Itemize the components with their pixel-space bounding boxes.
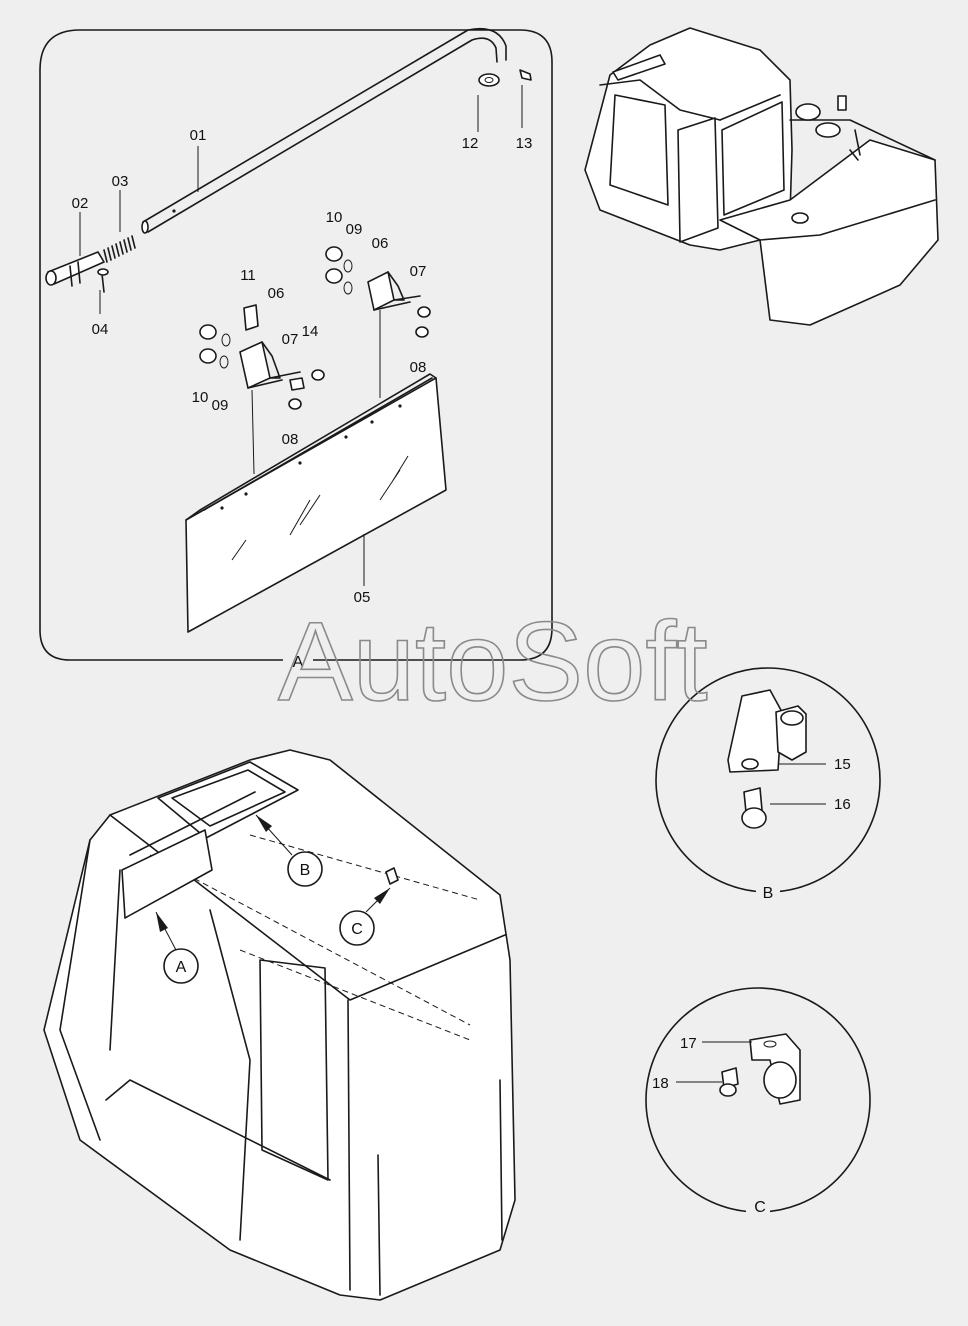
svg-text:08: 08 <box>410 359 427 376</box>
svg-text:10: 10 <box>192 389 209 406</box>
svg-text:05: 05 <box>354 589 371 606</box>
svg-text:08: 08 <box>282 431 299 448</box>
pointer-c: C <box>351 921 363 938</box>
detail-a-label: A <box>293 654 304 671</box>
leaders-a <box>79 85 523 586</box>
detail-b-label: B <box>763 885 774 902</box>
svg-text:12: 12 <box>462 135 479 152</box>
glass-05 <box>185 373 447 633</box>
pointers: B C A <box>155 814 391 984</box>
svg-text:09: 09 <box>212 397 229 414</box>
svg-text:13: 13 <box>516 135 533 152</box>
svg-text:06: 06 <box>268 285 285 302</box>
svg-text:03: 03 <box>112 173 129 190</box>
svg-text:01: 01 <box>190 127 207 144</box>
callouts-a: 01 02 03 04 05 06 06 07 07 08 08 09 09 0… <box>72 127 533 606</box>
svg-text:04: 04 <box>92 321 109 338</box>
svg-text:18: 18 <box>652 1075 669 1092</box>
hinge-left <box>199 304 325 475</box>
hinge-right <box>325 246 431 398</box>
pointer-a: A <box>176 959 187 976</box>
pin-02 <box>45 251 105 287</box>
svg-text:16: 16 <box>834 796 851 813</box>
rod-01 <box>141 27 532 234</box>
detail-c: C 17 18 <box>645 987 871 1216</box>
svg-text:11: 11 <box>240 267 256 284</box>
detail-c-label: C <box>754 1199 766 1216</box>
svg-text:17: 17 <box>680 1035 697 1052</box>
spring-03 <box>103 235 136 263</box>
svg-text:14: 14 <box>302 323 319 340</box>
detail-a-frame: A <box>39 29 553 671</box>
svg-text:15: 15 <box>834 756 851 773</box>
excavator-overview <box>584 27 939 326</box>
svg-text:06: 06 <box>372 235 389 252</box>
svg-text:07: 07 <box>282 331 299 348</box>
pointer-b: B <box>300 862 311 879</box>
detail-b: B 15 16 <box>655 667 881 902</box>
svg-text:09: 09 <box>346 221 363 238</box>
svg-text:10: 10 <box>326 209 343 226</box>
cab-body <box>43 749 516 1301</box>
pin-04 <box>97 268 109 293</box>
svg-text:02: 02 <box>72 195 89 212</box>
svg-text:07: 07 <box>410 263 427 280</box>
watermark: AutoSoft <box>278 599 708 724</box>
